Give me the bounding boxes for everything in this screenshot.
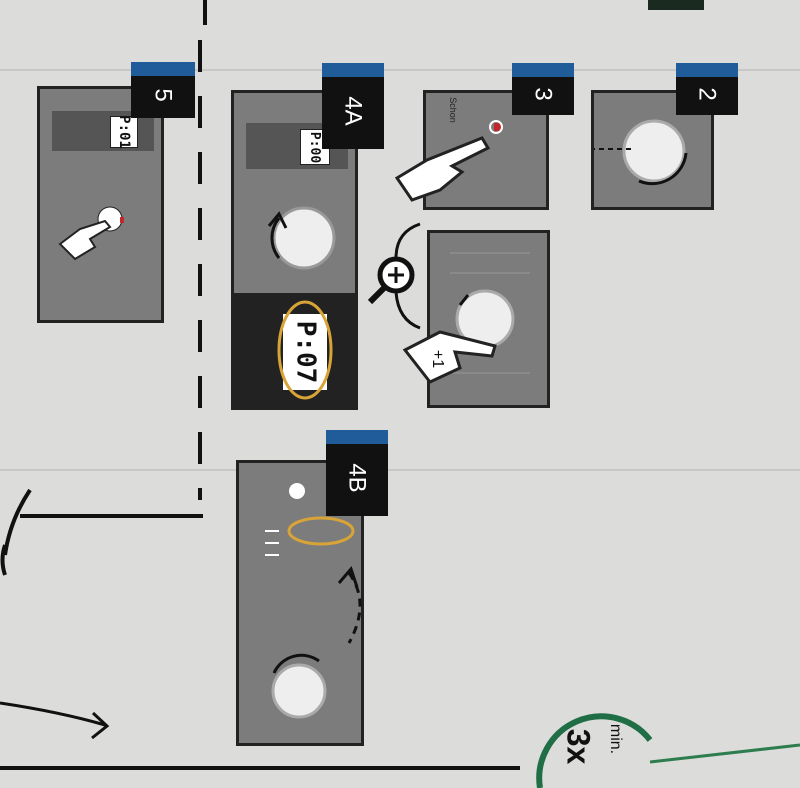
min-count: 3x xyxy=(560,728,597,765)
step4a-bottom-display: P:07 xyxy=(282,313,328,391)
step4a-badge: 4A xyxy=(322,63,384,149)
step3-zoom-panel xyxy=(427,230,550,408)
dial-icon xyxy=(594,119,688,186)
increment-label: +1 xyxy=(429,349,447,369)
hand-pointer-icon xyxy=(394,136,491,202)
dial-icon xyxy=(450,252,530,374)
step3-badge: 3 xyxy=(512,63,574,115)
dial-icon xyxy=(265,483,362,719)
step5-panel: P:01 xyxy=(37,86,164,323)
zoom-plus-icon xyxy=(367,222,421,330)
highlight-ring xyxy=(277,300,333,400)
hand-pointer-icon xyxy=(402,330,497,384)
step2-badge: 2 xyxy=(676,63,738,115)
step3-indicator xyxy=(494,123,502,131)
step3-display-text: Schon xyxy=(447,97,458,123)
sun-icon xyxy=(489,120,503,134)
step4b-badge: 4B xyxy=(326,430,388,516)
step5-badge: 5 xyxy=(131,62,195,118)
dial-icon xyxy=(267,206,336,270)
hand-pointer-icon xyxy=(58,206,124,261)
step4a-panel: P:00 P:07 xyxy=(231,90,358,410)
min-prefix: min. xyxy=(607,723,625,755)
step5-display: P:01 xyxy=(110,115,138,149)
